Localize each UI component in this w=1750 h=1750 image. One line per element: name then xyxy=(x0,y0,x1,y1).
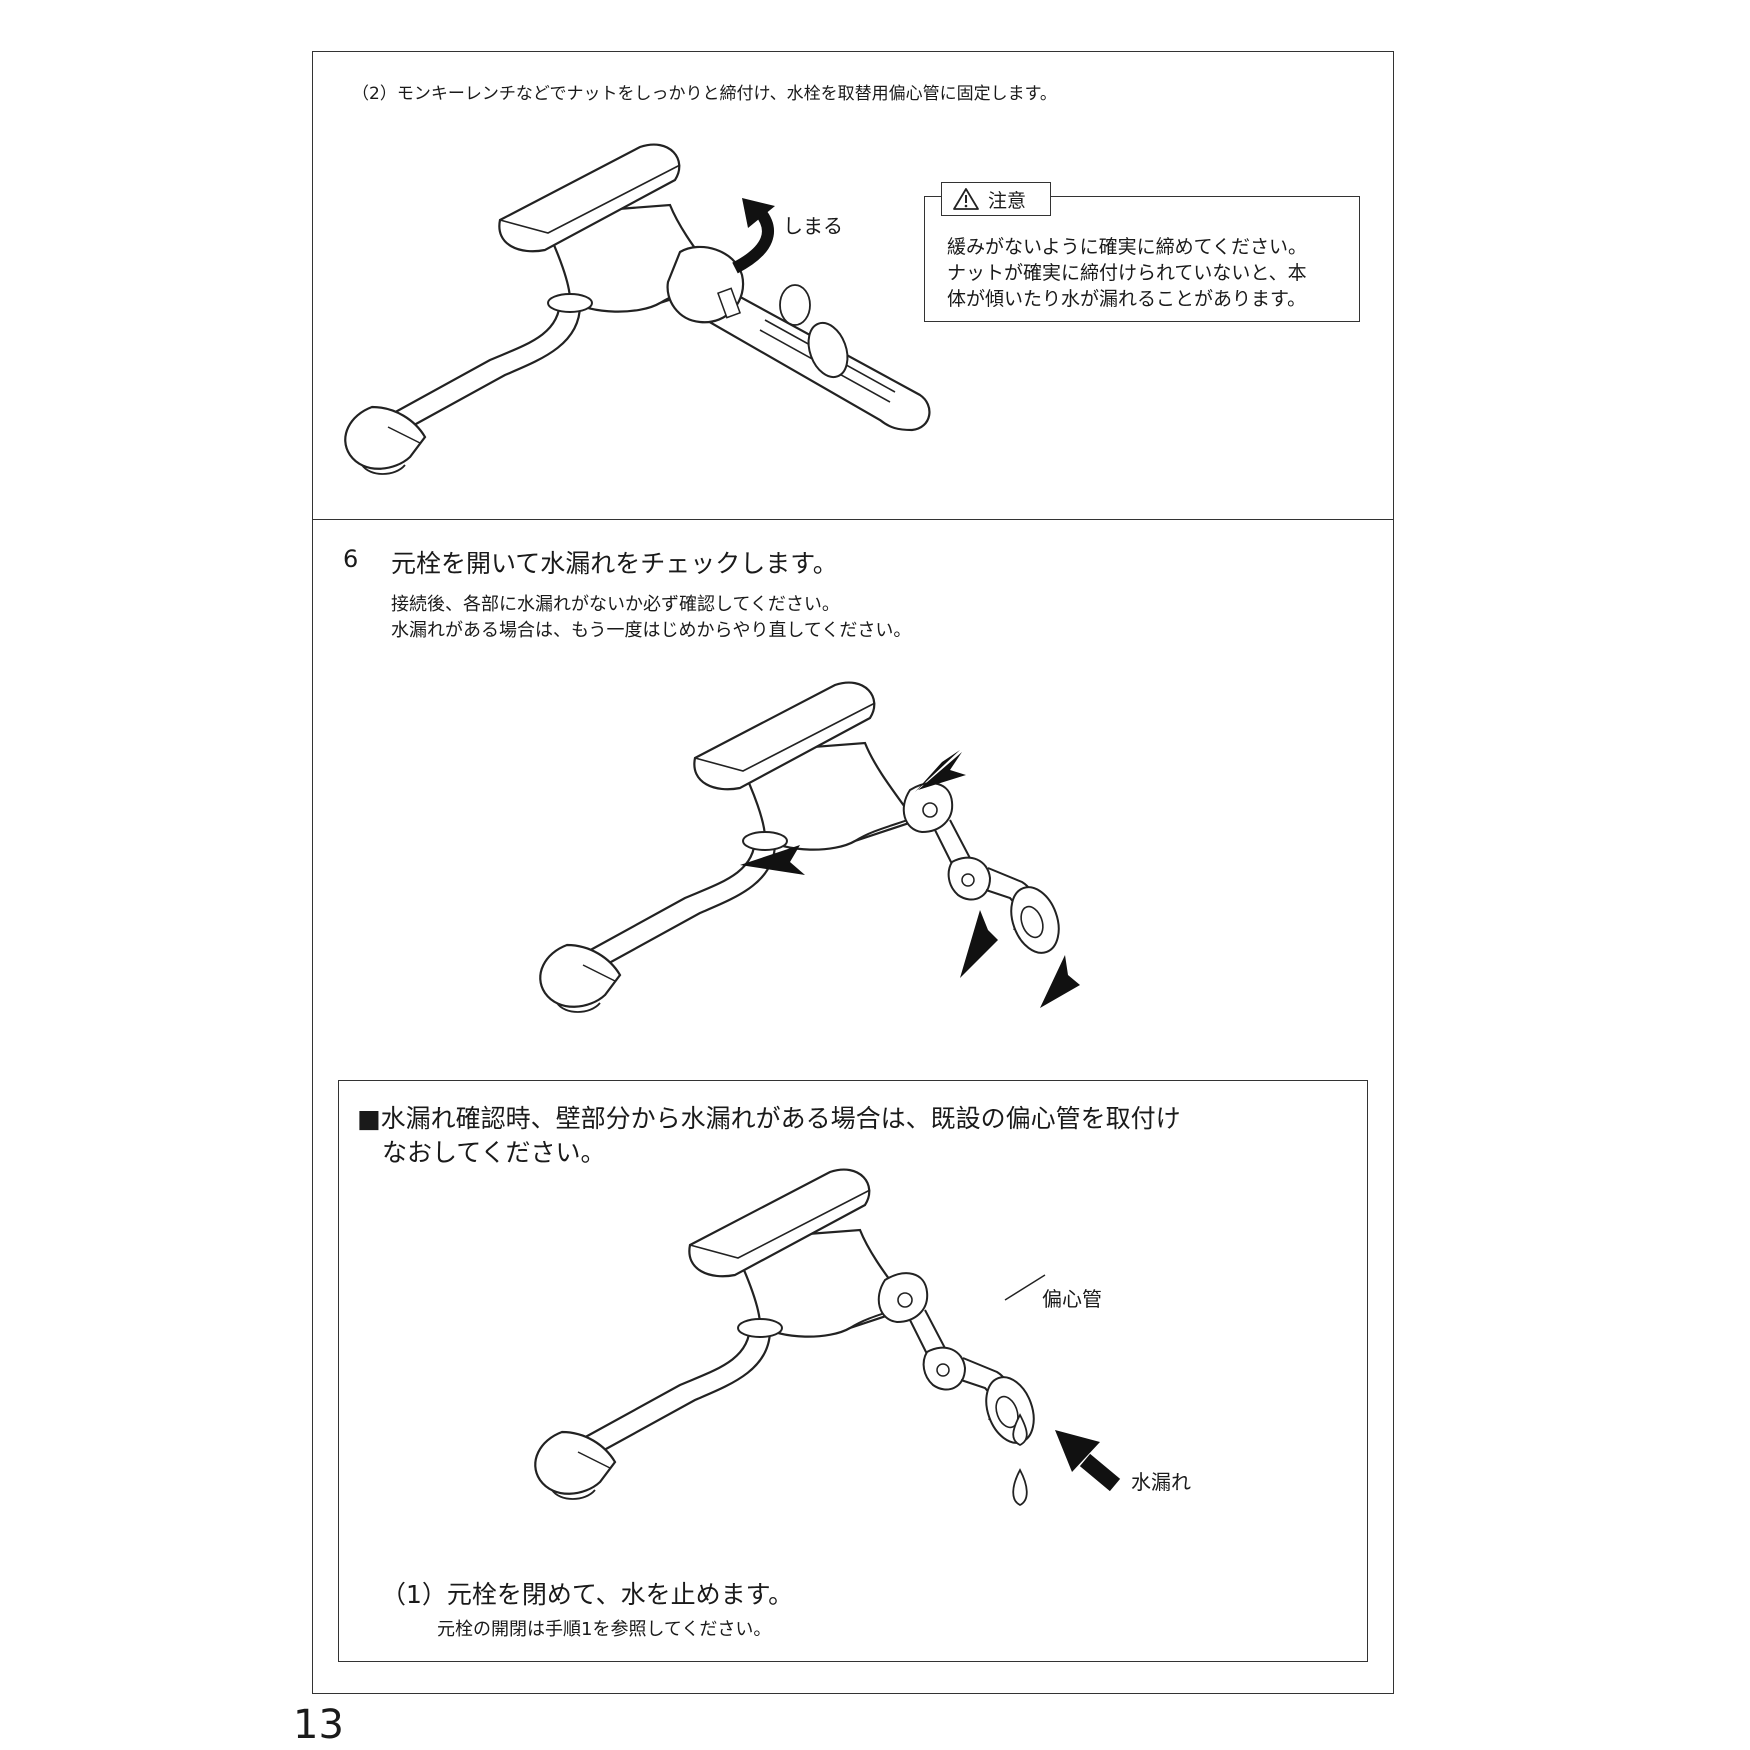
leak-label: 水漏れ xyxy=(1131,1470,1191,1494)
page-number: 13 xyxy=(293,1702,344,1748)
step-6-title: 元栓を開いて水漏れをチェックします。 xyxy=(391,549,838,578)
step-6-body-line-2: 水漏れがある場合は、もう一度はじめからやり直してください。 xyxy=(391,620,912,641)
step-6-body-line-1: 接続後、各部に水漏れがないか必ず確認してください。 xyxy=(391,594,840,615)
page-frame xyxy=(312,51,1394,1694)
pointer-arrow-icon xyxy=(960,910,998,978)
notice-box xyxy=(338,1080,1368,1662)
step-2-instruction: （2）モンキーレンチなどでナットをしっかりと締付け、水栓を取替用偏心管に固定しま… xyxy=(352,84,1057,104)
tighten-label: しまる xyxy=(783,214,843,238)
water-drop-icon xyxy=(1012,1413,1028,1447)
faucet-wrench-illustration xyxy=(344,143,931,476)
eccentric-pipe-label: 偏心管 xyxy=(1042,1287,1102,1311)
faucet-check-illustration xyxy=(539,681,1080,1014)
caution-header: 注意 xyxy=(941,182,1051,216)
caution-line-2: ナットが確実に締付けられていないと、本 xyxy=(947,262,1307,284)
notice-line-2: なおしてください。 xyxy=(357,1138,606,1167)
faucet-leak-illustration xyxy=(534,1168,1121,1507)
section-divider xyxy=(312,519,1394,520)
eccentric-pipe-leader xyxy=(1004,1274,1046,1301)
pointer-arrow-icon xyxy=(915,750,966,792)
caution-box xyxy=(924,196,1360,322)
pointer-arrow-icon xyxy=(740,845,805,875)
pointer-arrow-icon xyxy=(1040,955,1080,1008)
notice-line-1: ■水漏れ確認時、壁部分から水漏れがある場合は、既設の偏心管を取付け xyxy=(357,1104,1181,1133)
caution-line-1: 緩みがないように確実に締めてください。 xyxy=(947,236,1308,258)
sub-step-1: （1）元栓を閉めて、水を止めます。 xyxy=(381,1580,794,1609)
water-drop-icon xyxy=(1012,1468,1028,1507)
pointer-arrow-icon xyxy=(1055,1430,1121,1492)
caution-line-3: 体が傾いたり水が漏れることがあります。 xyxy=(947,288,1307,310)
warning-triangle-icon xyxy=(953,188,979,210)
caution-title: 注意 xyxy=(988,189,1027,212)
curved-arrow-icon xyxy=(732,198,775,274)
step-6-number: 6 xyxy=(343,545,359,573)
sub-step-1-body: 元栓の開閉は手順1を参照してください。 xyxy=(437,1619,772,1640)
